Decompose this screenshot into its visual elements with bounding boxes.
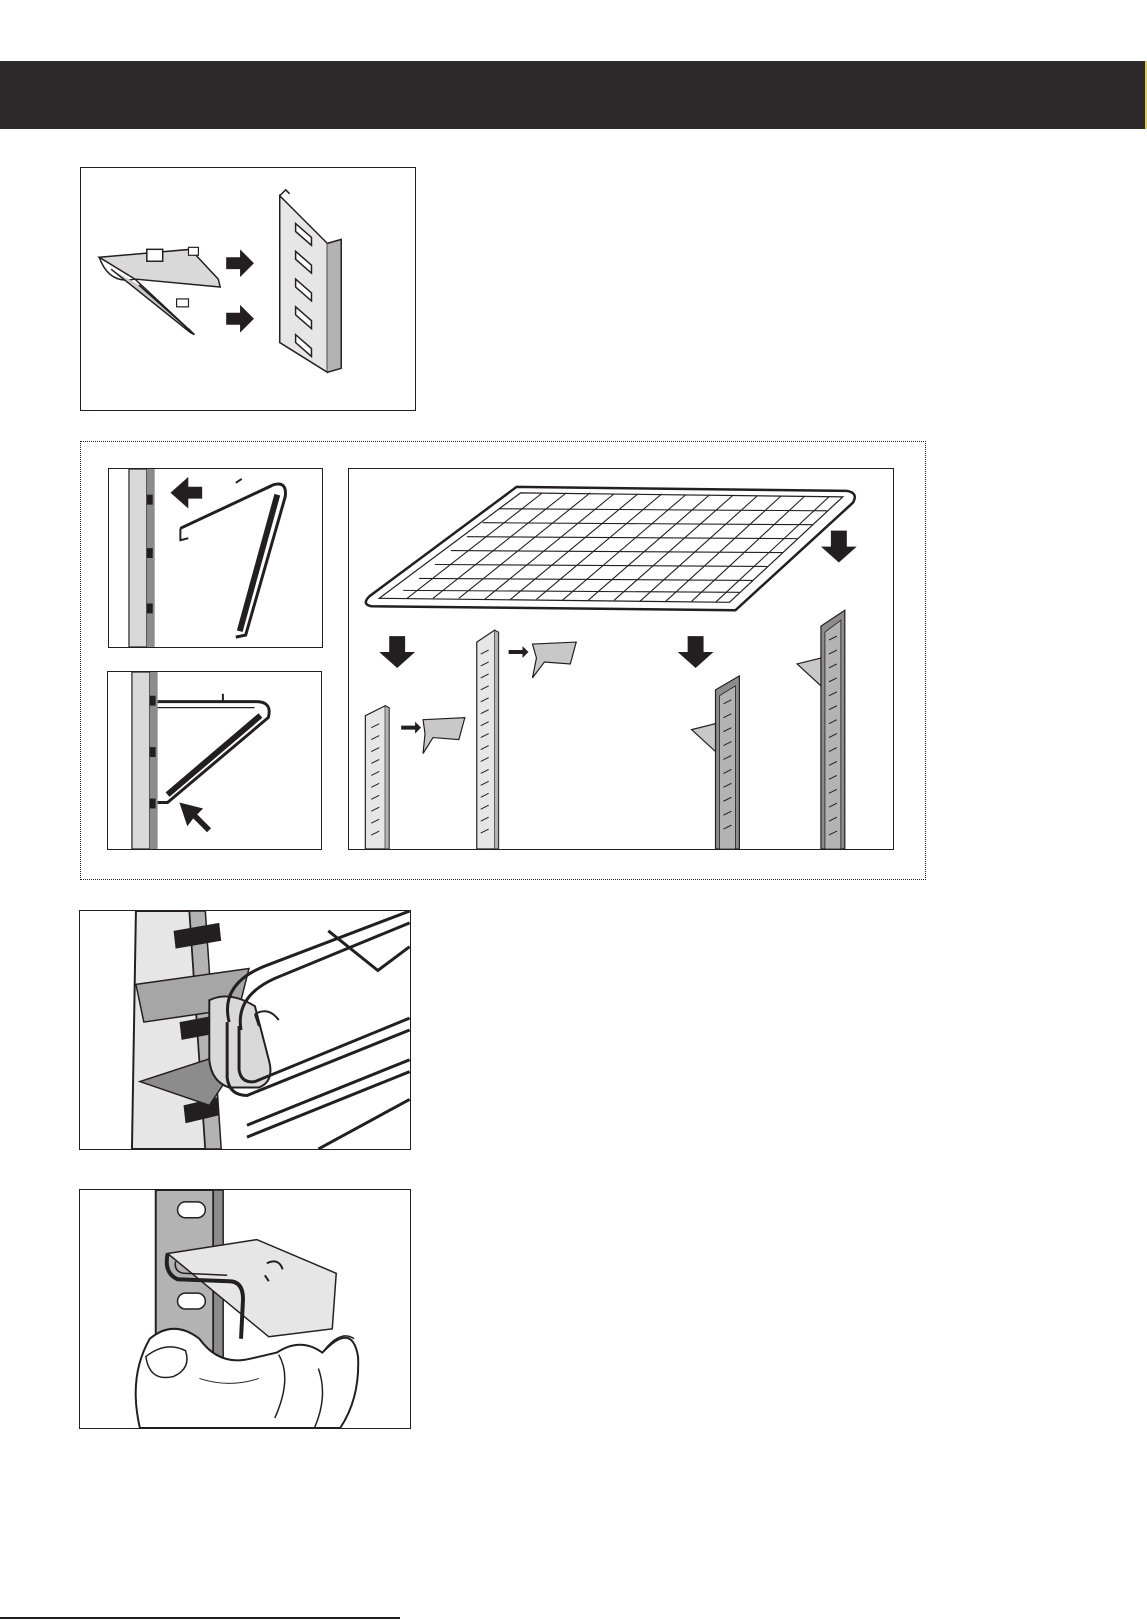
header-bar bbox=[0, 61, 1145, 129]
shelf-resting-on-clip-illustration bbox=[80, 911, 410, 1149]
figure-wire-shelf-placement bbox=[348, 468, 894, 850]
hook-out-arrow-illustration bbox=[109, 469, 322, 647]
figure-shelf-closeup bbox=[79, 910, 411, 1150]
figure-hand-closeup bbox=[79, 1189, 411, 1429]
figure-clip-and-rail bbox=[80, 167, 416, 411]
shelf-clip-to-rail-illustration bbox=[81, 168, 415, 410]
footer-rule bbox=[0, 1617, 400, 1619]
hook-in-arrow-illustration bbox=[108, 672, 321, 849]
wire-shelf-down-arrows-illustration bbox=[349, 469, 893, 849]
figure-hook-attach bbox=[107, 671, 322, 850]
hand-pressing-clip-illustration bbox=[80, 1190, 410, 1428]
figure-hook-detach bbox=[108, 468, 323, 648]
